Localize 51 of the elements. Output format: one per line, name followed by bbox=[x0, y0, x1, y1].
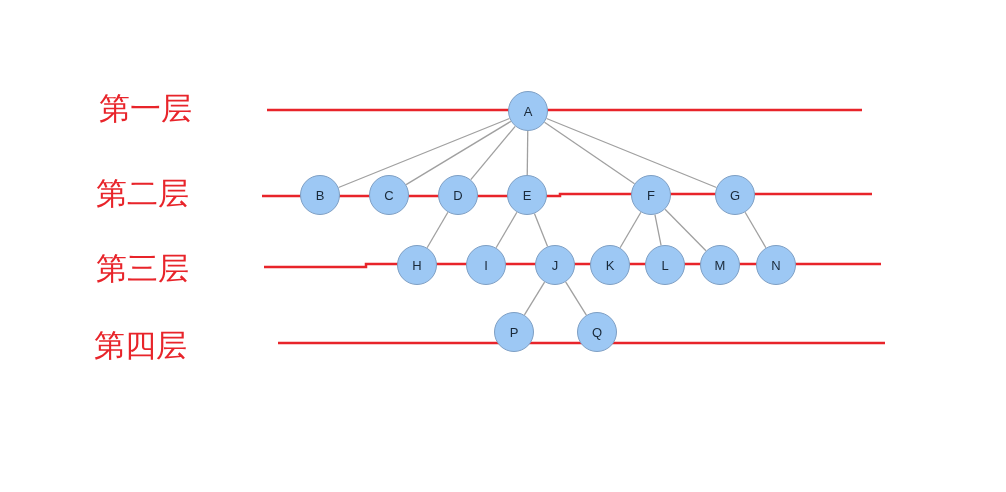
tree-node-circle bbox=[397, 245, 437, 285]
tree-node-circle bbox=[756, 245, 796, 285]
tree-node-circle bbox=[438, 175, 478, 215]
tree-edge bbox=[405, 120, 512, 186]
node-letter: D bbox=[453, 187, 463, 203]
level-label: 第四层 bbox=[94, 330, 187, 361]
tree-node-circle bbox=[369, 175, 409, 215]
tree-node-circle bbox=[645, 245, 685, 285]
node-letter: E bbox=[522, 187, 532, 203]
level-label: 第二层 bbox=[96, 178, 189, 209]
tree-node-circle bbox=[577, 312, 617, 352]
tree-edge bbox=[654, 213, 662, 247]
tree-edge bbox=[545, 117, 718, 189]
level-label: 第三层 bbox=[96, 253, 189, 284]
node-letter: F bbox=[647, 187, 655, 203]
node-letter: J bbox=[551, 257, 559, 273]
node-letter: N bbox=[771, 257, 781, 273]
tree-edge bbox=[470, 125, 516, 181]
tree-node-circle bbox=[507, 175, 547, 215]
tree-node-circle bbox=[631, 175, 671, 215]
tree-edge bbox=[744, 211, 767, 249]
tree-edge bbox=[426, 211, 449, 249]
node-letter: H bbox=[412, 257, 422, 273]
tree-node-circle bbox=[535, 245, 575, 285]
node-letter: Q bbox=[591, 324, 603, 340]
node-letter: M bbox=[714, 257, 726, 273]
tree-edge bbox=[564, 281, 588, 316]
tree-node-circle bbox=[508, 91, 548, 131]
tree-node-circle bbox=[300, 175, 340, 215]
tree-edge bbox=[523, 281, 546, 316]
tree-node-circle bbox=[494, 312, 534, 352]
tree-edge bbox=[533, 212, 549, 248]
node-letter: P bbox=[509, 324, 519, 340]
tree-edge bbox=[543, 121, 636, 185]
tree-edge bbox=[495, 211, 518, 249]
node-letter: L bbox=[661, 257, 669, 273]
tree-edge bbox=[664, 208, 707, 252]
tree-node-circle bbox=[700, 245, 740, 285]
node-letter: G bbox=[729, 187, 741, 203]
tree-edge bbox=[619, 211, 642, 249]
node-letter: K bbox=[605, 257, 615, 273]
node-letter: C bbox=[384, 187, 394, 203]
tree-edge bbox=[526, 130, 529, 176]
node-letter: I bbox=[484, 257, 488, 273]
level-label: 第一层 bbox=[99, 93, 192, 124]
node-letter: B bbox=[315, 187, 325, 203]
tree-node-circle bbox=[715, 175, 755, 215]
node-letter: A bbox=[523, 103, 533, 119]
tree-node-circle bbox=[590, 245, 630, 285]
tree-node-circle bbox=[466, 245, 506, 285]
tree-edge bbox=[337, 117, 511, 189]
